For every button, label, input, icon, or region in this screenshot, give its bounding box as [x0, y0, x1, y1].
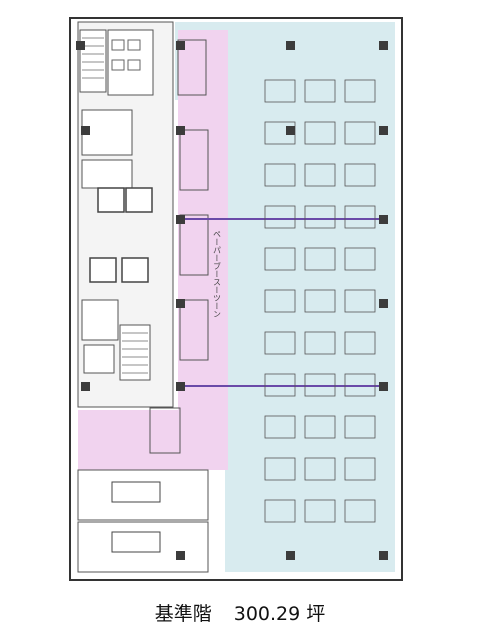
meeting-table-icon — [111, 531, 161, 553]
column-icon — [176, 41, 185, 50]
toilet-icon — [127, 59, 141, 71]
desk-cluster-icon — [264, 247, 296, 271]
desk-cluster-icon — [304, 499, 336, 523]
core-room — [83, 344, 115, 374]
desk-cluster-icon — [304, 373, 336, 397]
office-zone — [225, 22, 395, 572]
meeting-table-icon — [111, 481, 161, 503]
column-icon — [176, 215, 185, 224]
stair-icon — [82, 37, 104, 79]
column-icon — [176, 382, 185, 391]
desk-cluster-icon — [264, 163, 296, 187]
column-icon — [379, 126, 388, 135]
column-icon — [379, 215, 388, 224]
desk-cluster-icon — [304, 121, 336, 145]
desk-cluster-icon — [264, 331, 296, 355]
desk-cluster-icon — [264, 499, 296, 523]
toilet-icon — [127, 39, 141, 51]
elevator-icon — [121, 257, 149, 283]
desk-cluster-icon — [304, 415, 336, 439]
column-icon — [379, 299, 388, 308]
floor-plan: ペーパーブースーツーン — [69, 17, 403, 581]
column-icon — [81, 382, 90, 391]
elevator-icon — [97, 187, 125, 213]
desk-cluster-icon — [264, 457, 296, 481]
column-icon — [379, 551, 388, 560]
column-icon — [379, 41, 388, 50]
column-icon — [286, 126, 295, 135]
desk-cluster-icon — [264, 373, 296, 397]
desk-cluster-icon — [264, 79, 296, 103]
stair-2 — [119, 324, 151, 381]
restroom-block — [107, 29, 154, 96]
column-icon — [81, 126, 90, 135]
toilet-icon — [111, 39, 125, 51]
desk-cluster-icon — [344, 163, 376, 187]
elevator-icon — [125, 187, 153, 213]
desk-cluster-icon — [344, 457, 376, 481]
desk-cluster-icon — [304, 457, 336, 481]
desk-cluster-icon — [344, 331, 376, 355]
desk-cluster-icon — [304, 247, 336, 271]
stair-icon — [122, 332, 148, 374]
column-icon — [176, 299, 185, 308]
room — [179, 214, 209, 276]
desk-cluster-icon — [304, 205, 336, 229]
column-icon — [286, 551, 295, 560]
desk-cluster-icon — [264, 415, 296, 439]
floor-area: 300.29 坪 — [233, 602, 326, 625]
desk-cluster-icon — [344, 121, 376, 145]
desk-cluster-icon — [344, 79, 376, 103]
column-icon — [286, 41, 295, 50]
desk-cluster-icon — [264, 205, 296, 229]
desk-cluster-icon — [304, 79, 336, 103]
meeting-room-2 — [77, 521, 209, 573]
desk-cluster-icon — [344, 247, 376, 271]
elevator-icon — [89, 257, 117, 283]
corridor-label: ペーパーブースーツーン — [213, 230, 222, 318]
meeting-room-1 — [77, 469, 209, 521]
desk-cluster-icon — [344, 415, 376, 439]
column-icon — [176, 126, 185, 135]
desk-cluster-icon — [344, 499, 376, 523]
room — [179, 129, 209, 191]
floor-name: 基準階 — [154, 602, 212, 625]
desk-cluster-icon — [344, 373, 376, 397]
room — [149, 407, 181, 454]
column-icon — [76, 41, 85, 50]
desk-cluster-icon — [264, 289, 296, 313]
desk-cluster-icon — [304, 289, 336, 313]
room — [177, 39, 207, 96]
stair-1 — [79, 29, 107, 93]
floor-caption: 基準階 300.29 坪 — [0, 592, 480, 632]
desk-cluster-icon — [304, 331, 336, 355]
shared-zone-lower — [78, 410, 228, 470]
column-icon — [379, 382, 388, 391]
toilet-icon — [111, 59, 125, 71]
desk-cluster-icon — [304, 163, 336, 187]
core-room — [81, 299, 119, 341]
desk-cluster-icon — [344, 205, 376, 229]
column-icon — [176, 551, 185, 560]
room — [179, 299, 209, 361]
restroom-block — [81, 159, 133, 189]
desk-cluster-icon — [344, 289, 376, 313]
shared-zone — [178, 30, 228, 470]
